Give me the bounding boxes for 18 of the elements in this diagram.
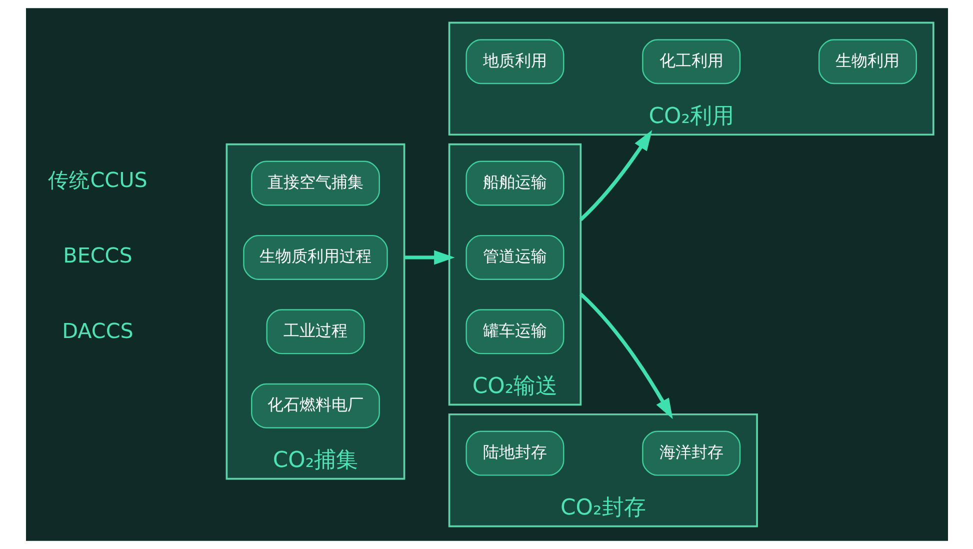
node-box: 生物质利用过程 (242, 234, 388, 280)
label: DACCS (62, 318, 133, 343)
label: BECCS (62, 243, 132, 268)
arrow (578, 292, 672, 420)
node-box: 管道运输 (465, 234, 564, 280)
arrow (578, 130, 652, 222)
node-box: 化工利用 (642, 39, 740, 84)
node-box: 陆地封存 (465, 430, 564, 476)
node-box: 工业过程 (266, 309, 364, 354)
node-box: 海洋封存 (642, 430, 740, 476)
node-box: 地质利用 (465, 39, 564, 84)
node-box: 生物利用 (818, 39, 916, 84)
arrow (404, 250, 454, 265)
node-box: 船舶运输 (465, 160, 564, 206)
label: 传统CCUS (48, 168, 147, 192)
node-box: 直接空气捕集 (250, 160, 380, 206)
node-box: 罐车运输 (465, 309, 564, 354)
node-box: 化石燃料电厂 (250, 383, 380, 428)
